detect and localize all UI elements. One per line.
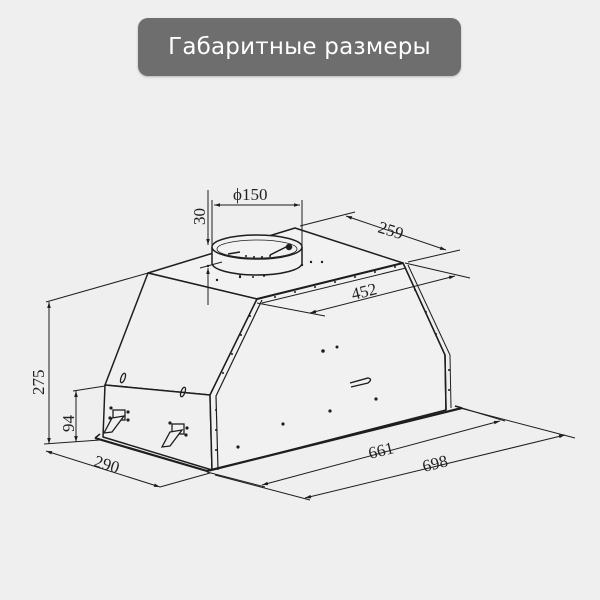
title-badge: Габаритные размеры bbox=[138, 18, 461, 76]
dim-top-depth: 259 bbox=[376, 218, 406, 244]
dim-body-width: 661 bbox=[366, 438, 395, 463]
dimension-lines bbox=[43, 190, 576, 501]
control-knobs bbox=[102, 372, 187, 448]
rivets bbox=[206, 260, 450, 451]
duct-ring bbox=[211, 234, 303, 276]
dim-total-width: 698 bbox=[420, 451, 449, 476]
dim-duct-height: 30 bbox=[190, 208, 209, 225]
dim-front-height: 94 bbox=[59, 415, 78, 433]
side-slot bbox=[349, 377, 372, 388]
title-text: Габаритные размеры bbox=[168, 34, 431, 60]
dim-total-height: 275 bbox=[29, 370, 48, 396]
dim-depth: 290 bbox=[92, 452, 122, 478]
dim-duct-diameter: ϕ150 bbox=[233, 185, 267, 204]
